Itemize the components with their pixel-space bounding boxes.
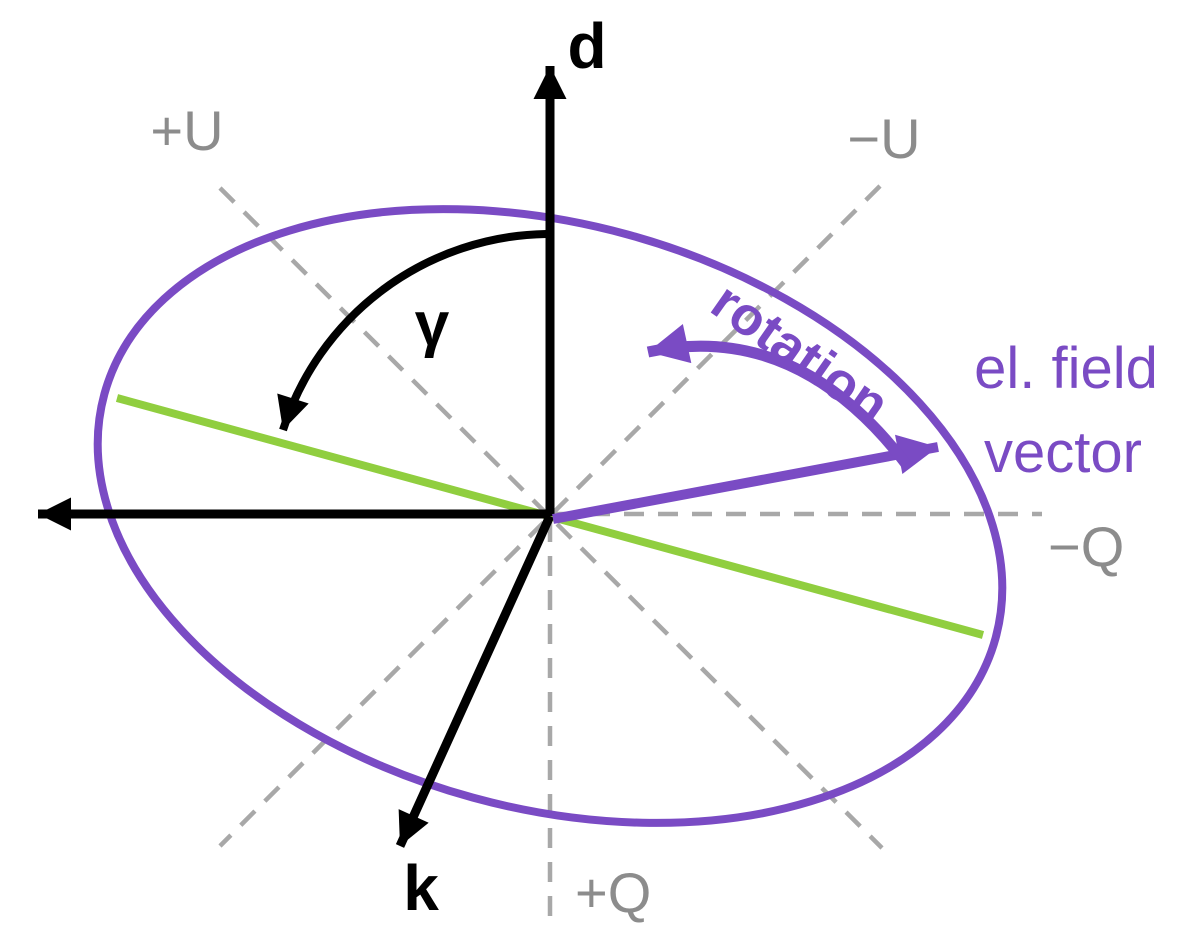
stokes-plus-u-label: +U	[150, 99, 223, 162]
k-axis-arrow	[395, 514, 555, 848]
stokes-plus-q-label: +Q	[575, 861, 651, 924]
gamma-angle-label: γ	[415, 290, 450, 359]
rotation-arc-arrow	[646, 324, 911, 468]
el-field-caption-line1: el. field	[974, 336, 1158, 401]
el-field-caption-line2: vector	[984, 420, 1142, 485]
gamma-angle-arc-arrow	[277, 230, 547, 432]
stokes-minus-u-label: −U	[847, 107, 920, 170]
stokes-dashed-axes	[218, 184, 1042, 924]
d-axis-label: d	[567, 10, 606, 82]
el-field-vector-arrow	[552, 434, 939, 524]
black-axes	[38, 66, 567, 848]
stokes-minus-u-axis-line	[218, 184, 882, 848]
k-axis-label: k	[403, 852, 439, 924]
stokes-minus-q-label: −Q	[1048, 515, 1124, 578]
stokes-plus-u-axis-line	[218, 186, 884, 850]
polarization-ellipse	[93, 205, 1007, 827]
